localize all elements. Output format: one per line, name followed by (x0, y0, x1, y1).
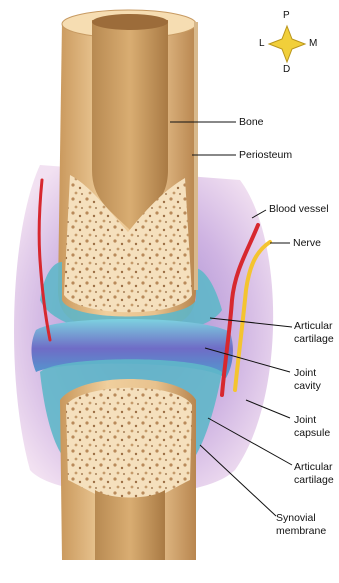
compass-medial: M (309, 38, 317, 49)
compass-distal: D (283, 64, 290, 75)
compass-lateral: L (259, 38, 265, 49)
label-synovial-membrane-1: Synovial (276, 512, 316, 524)
marrow-cavity (92, 20, 168, 230)
orientation-compass-icon (269, 26, 305, 62)
label-synovial-membrane-2: membrane (276, 525, 326, 537)
label-articular-cartilage-lower-2: cartilage (294, 474, 334, 486)
label-articular-cartilage-upper-2: cartilage (294, 333, 334, 345)
label-joint-cavity-1: Joint (294, 367, 316, 379)
label-articular-cartilage-upper-1: Articular (294, 320, 333, 332)
label-joint-capsule-2: capsule (294, 427, 330, 439)
label-periosteum: Periosteum (239, 149, 292, 161)
compass-proximal: P (283, 10, 290, 21)
label-bone: Bone (239, 116, 264, 128)
label-blood-vessel: Blood vessel (269, 203, 329, 215)
label-joint-cavity-2: cavity (294, 380, 321, 392)
label-joint-capsule-1: Joint (294, 414, 316, 426)
label-articular-cartilage-lower-1: Articular (294, 461, 333, 473)
label-nerve: Nerve (293, 237, 321, 249)
